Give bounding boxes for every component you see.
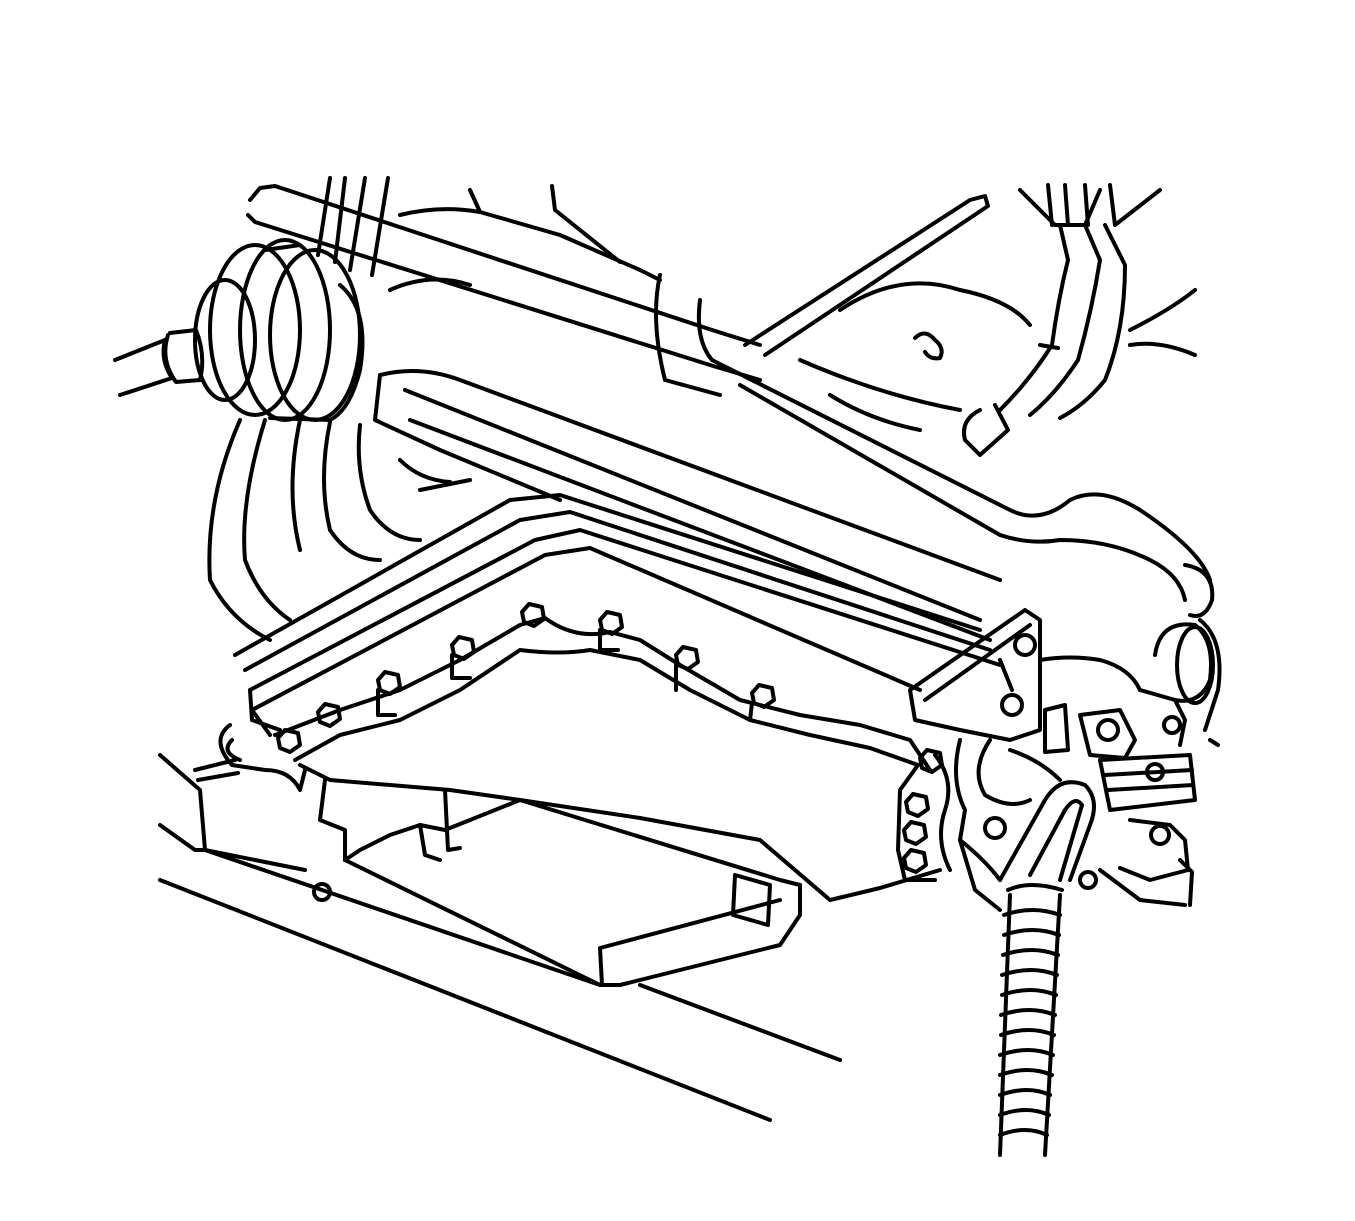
bolt: [676, 647, 698, 669]
bolt: [1164, 717, 1180, 733]
bolt: [378, 690, 395, 715]
bolt: [750, 703, 752, 720]
bolt: [1080, 872, 1096, 888]
bolt: [452, 655, 470, 678]
exhaust-flex-pipe: [1000, 782, 1094, 1155]
cv-axle-boot: [115, 240, 363, 420]
hole: [314, 884, 330, 900]
steering-rack: [248, 178, 760, 380]
bolt: [278, 730, 300, 752]
bolt: [1098, 720, 1118, 740]
crossmember: [375, 275, 1212, 640]
oil-pan: [195, 495, 1000, 985]
oil-pan-bolts: [278, 604, 942, 880]
bolt: [904, 822, 926, 844]
bolt: [318, 704, 340, 726]
bolt: [1002, 695, 1022, 715]
engine-mount-bracket: [910, 610, 1220, 910]
bolt: [1015, 635, 1035, 655]
bolt: [600, 630, 618, 650]
bolt: [452, 637, 474, 659]
hoses: [209, 420, 470, 640]
subframe-rail: [160, 755, 840, 1120]
bolt: [906, 794, 928, 816]
bolt: [985, 818, 1005, 838]
bolt: [1147, 764, 1163, 780]
bolt: [904, 850, 926, 872]
bolt: [522, 604, 544, 626]
bolt: [1151, 826, 1169, 844]
brake-lines: [745, 185, 1195, 455]
bolt: [378, 672, 400, 694]
